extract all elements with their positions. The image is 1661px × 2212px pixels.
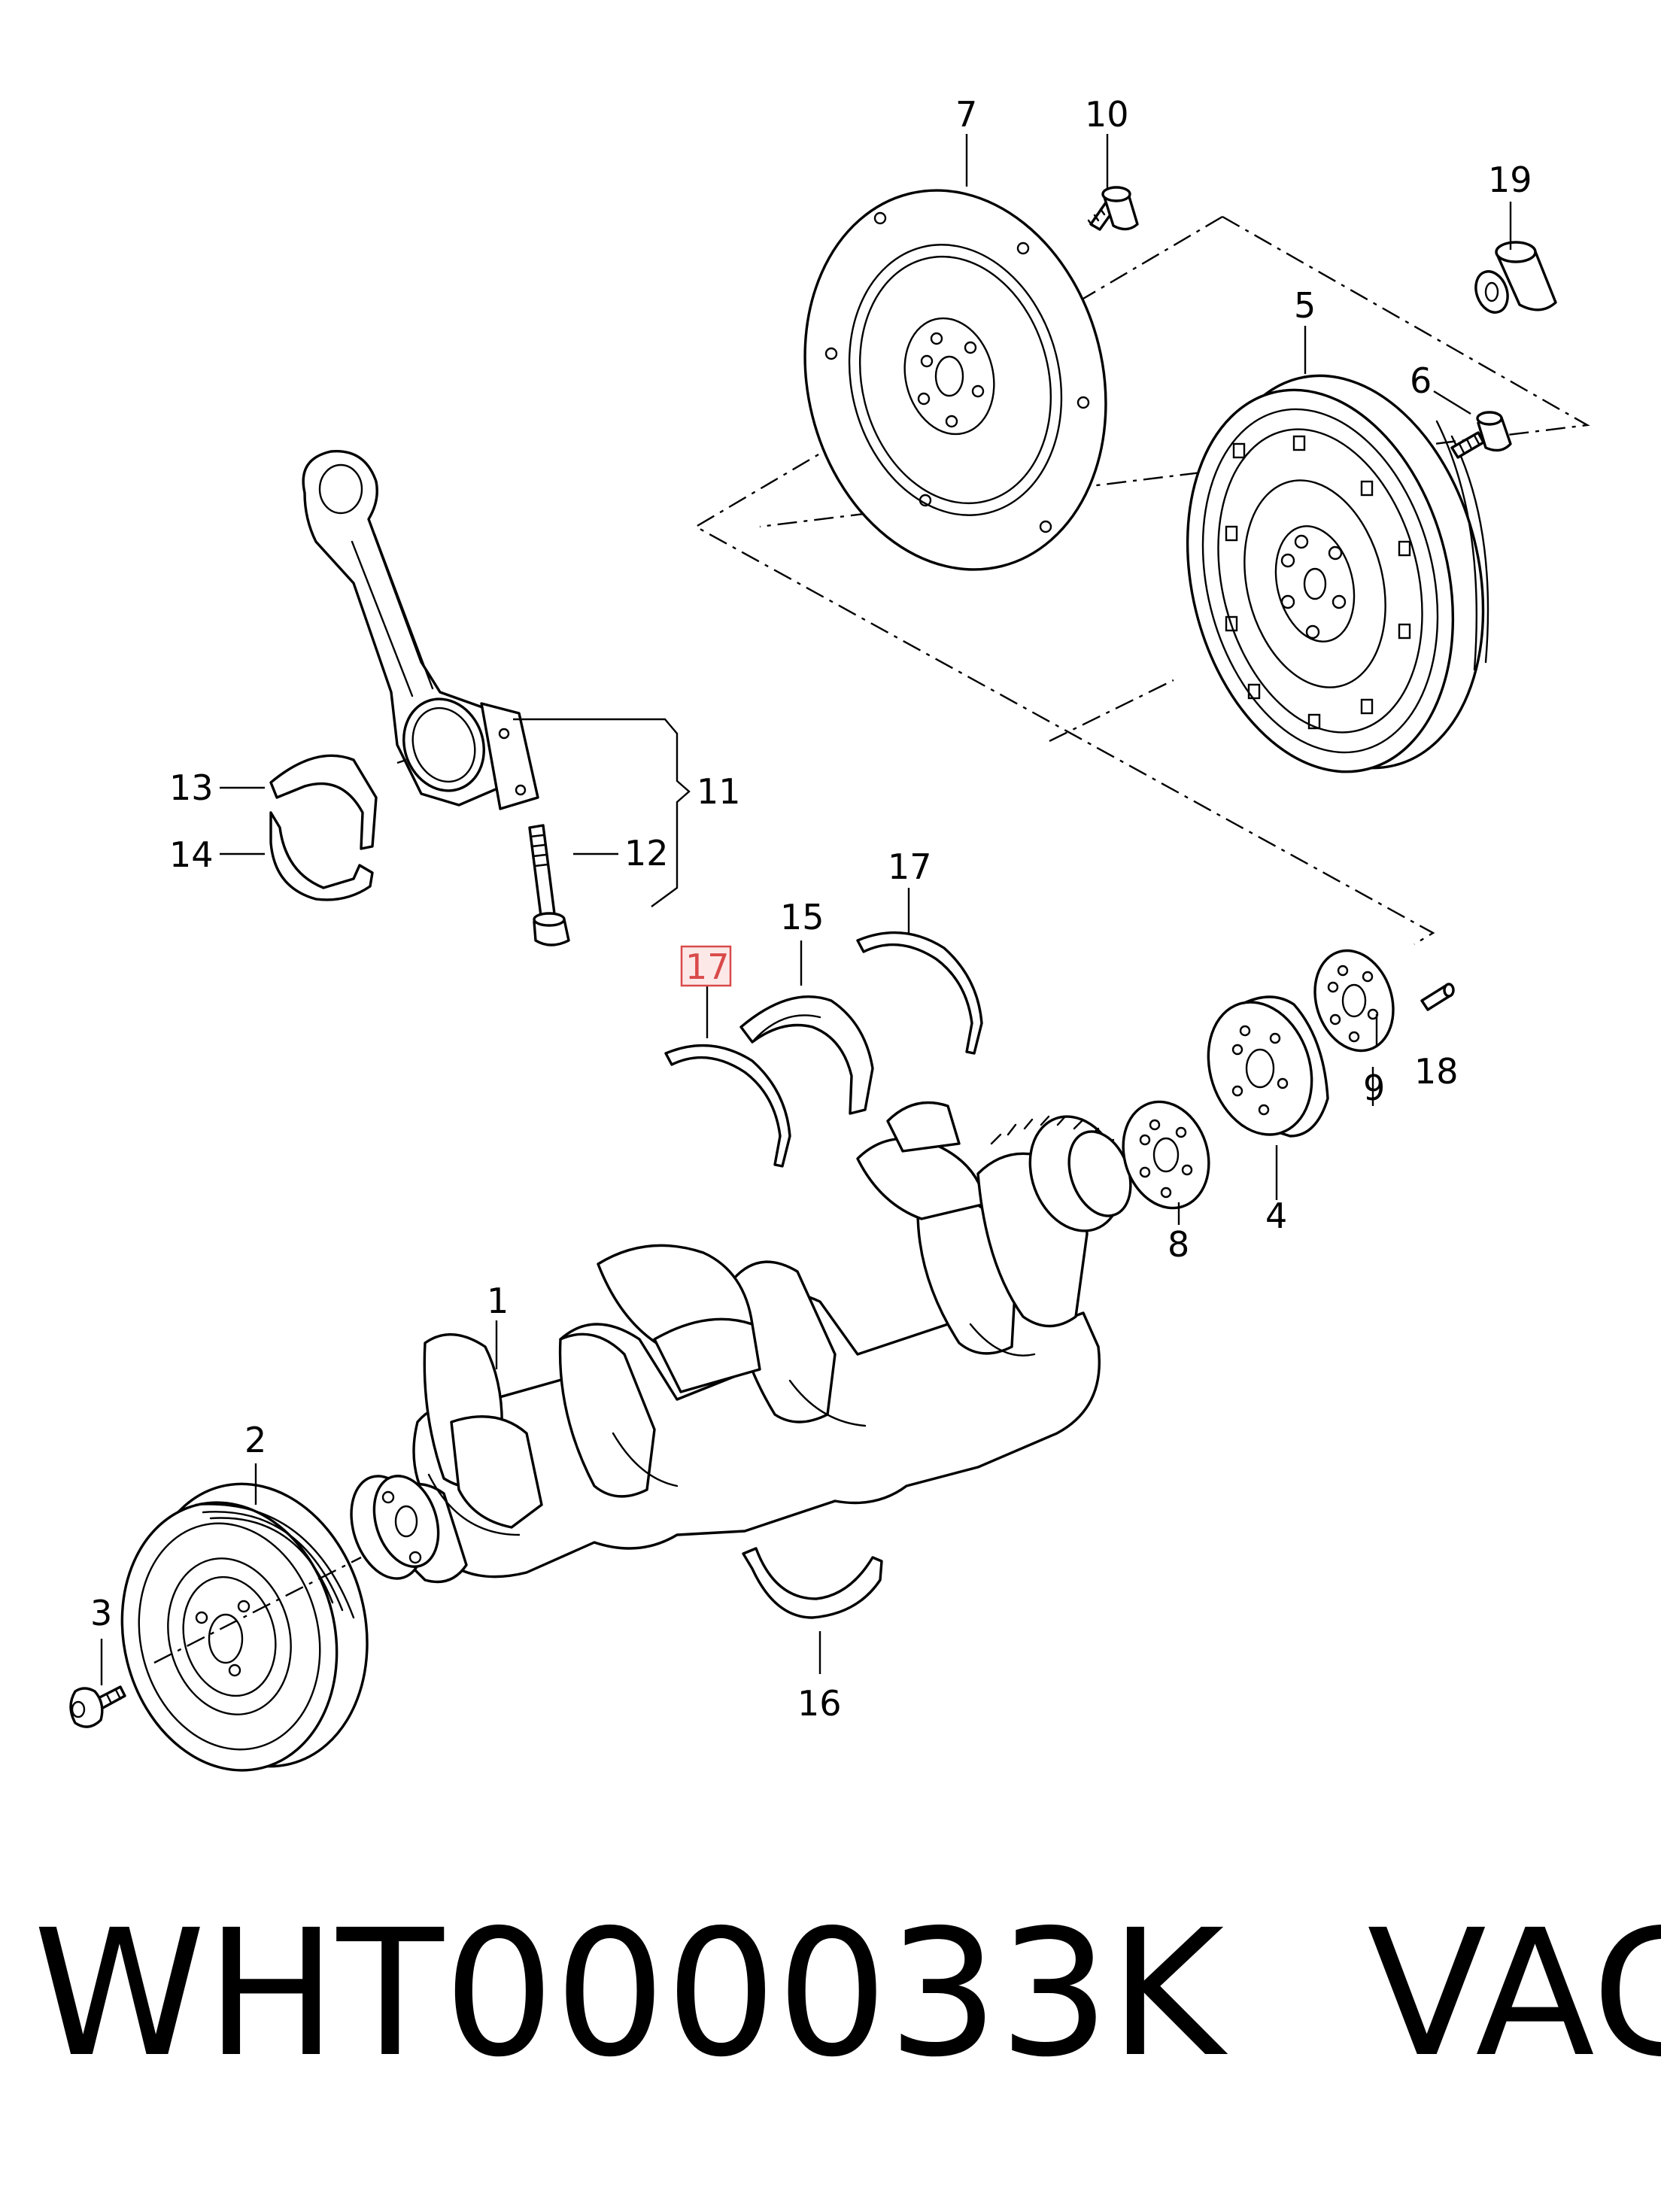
- spacer-plate[interactable]: [1302, 940, 1405, 1061]
- part-caption: WHT000033K VAG: [33, 1892, 1661, 2095]
- flex-plate-bolt[interactable]: [1087, 186, 1139, 231]
- brand-name: VAG: [1367, 1892, 1661, 2095]
- callout-18: 18: [1414, 1051, 1459, 1092]
- leader-lines: [100, 134, 1512, 1685]
- callout-8: 8: [1168, 1224, 1189, 1265]
- callout-3: 3: [90, 1593, 112, 1633]
- main-bearing-shell-upper[interactable]: [739, 995, 874, 1115]
- connecting-rod[interactable]: [302, 449, 539, 810]
- callout-9: 9: [1363, 1068, 1385, 1108]
- callout-15: 15: [780, 897, 824, 937]
- callout-10: 10: [1085, 94, 1129, 135]
- main-bearing-shell-lower[interactable]: [742, 1547, 883, 1619]
- callout-16: 16: [797, 1683, 842, 1724]
- callout-6: 6: [1410, 360, 1432, 401]
- callout-1: 1: [487, 1281, 509, 1321]
- crankshaft[interactable]: [339, 1101, 1142, 1588]
- callout-17-highlighted: 17: [685, 946, 730, 987]
- callout-5: 5: [1294, 285, 1316, 326]
- dual-mass-flywheel[interactable]: [1149, 347, 1523, 801]
- callout-4: 4: [1265, 1196, 1287, 1236]
- shim-plate-small[interactable]: [1110, 1091, 1222, 1220]
- dowel-pin[interactable]: [1420, 983, 1455, 1011]
- callout-14: 14: [169, 834, 214, 875]
- conrod-bearing-shell-lower[interactable]: [269, 811, 374, 901]
- highlight-box: [680, 945, 732, 987]
- callout-7: 7: [955, 94, 977, 135]
- callout-17-top: 17: [888, 846, 932, 887]
- crankshaft-pulley[interactable]: [95, 1460, 396, 1794]
- callout-19: 19: [1488, 160, 1532, 200]
- callout-2: 2: [244, 1420, 266, 1460]
- callout-numbers: 1 2 3 4 5 6 7 8 9 10 11 12 13 14 15 16 1…: [90, 94, 1532, 1724]
- pulley-bolt[interactable]: [69, 1685, 126, 1728]
- thrust-washer-highlighted[interactable]: [664, 1044, 791, 1168]
- thrust-washer-upper[interactable]: [856, 931, 983, 1055]
- callout-12: 12: [624, 833, 669, 874]
- conrod-bolt[interactable]: [528, 824, 570, 946]
- callout-11: 11: [697, 771, 741, 812]
- conrod-bearing-shell-upper[interactable]: [269, 754, 378, 850]
- callout-13: 13: [169, 767, 214, 808]
- part-number: WHT000033K: [33, 1892, 1225, 2095]
- flywheel-bolt[interactable]: [1450, 411, 1512, 459]
- pilot-bushing[interactable]: [1471, 241, 1557, 317]
- adapter-plate[interactable]: [1192, 989, 1329, 1148]
- flex-plate[interactable]: [766, 158, 1145, 602]
